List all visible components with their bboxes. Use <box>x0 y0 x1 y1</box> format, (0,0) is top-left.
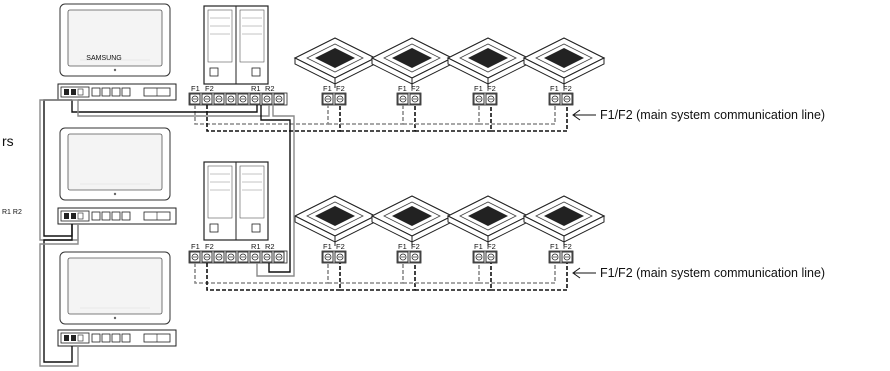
label-f2: F2 <box>205 242 214 251</box>
label-f1: F1 <box>398 242 407 251</box>
touch-controller-3 <box>57 251 177 347</box>
indoor-unit-row2-3: F1 F2 <box>447 195 529 263</box>
label-r2: R2 <box>265 84 275 93</box>
comm-line-annotation-2: F1/F2 (main system communication line) <box>572 266 825 280</box>
controller-r1-r2-label: R1 R2 <box>2 209 22 216</box>
indoor-unit-row1-3: F1 F2 <box>447 37 529 105</box>
indoor-unit-row2-1: F1 F2 <box>294 195 376 263</box>
f1f2-wiring-row1 <box>194 105 568 132</box>
label-r1: R1 <box>251 84 261 93</box>
label-f2: F2 <box>487 242 496 251</box>
outdoor-unit-2: F1 F2 R1 R2 <box>189 161 287 263</box>
label-f2: F2 <box>487 84 496 93</box>
label-f2: F2 <box>336 84 345 93</box>
comm-line-label-1: F1/F2 (main system communication line) <box>600 108 825 122</box>
label-f2: F2 <box>411 242 420 251</box>
indoor-unit-row1-1: F1 F2 <box>294 37 376 105</box>
touch-controller-2 <box>57 127 177 225</box>
indoor-unit-row2-4: F1 F2 <box>523 195 605 263</box>
label-f1: F1 <box>550 242 559 251</box>
label-f2: F2 <box>563 84 572 93</box>
label-f2: F2 <box>205 84 214 93</box>
label-f1: F1 <box>550 84 559 93</box>
side-label-fragment: rs <box>2 133 14 149</box>
label-f1: F1 <box>398 84 407 93</box>
label-f2: F2 <box>336 242 345 251</box>
label-f2: F2 <box>411 84 420 93</box>
indoor-unit-row2-2: F1 F2 <box>371 195 453 263</box>
r1r2-wiring <box>39 99 295 367</box>
label-f1: F1 <box>474 84 483 93</box>
label-f1: F1 <box>191 84 200 93</box>
label-f1: F1 <box>474 242 483 251</box>
touch-controller-1: SAMSUNG <box>57 3 177 101</box>
outdoor-unit-1: F1 F2 R1 R2 <box>189 5 287 105</box>
comm-line-annotation-1: F1/F2 (main system communication line) <box>572 108 825 122</box>
indoor-unit-row1-2: F1 F2 <box>371 37 453 105</box>
label-f1: F1 <box>191 242 200 251</box>
comm-line-label-2: F1/F2 (main system communication line) <box>600 266 825 280</box>
label-r2: R2 <box>265 242 275 251</box>
label-r1: R1 <box>251 242 261 251</box>
label-f1: F1 <box>323 84 332 93</box>
f1f2-wiring-row2 <box>194 263 568 291</box>
label-f1: F1 <box>323 242 332 251</box>
label-f2: F2 <box>563 242 572 251</box>
brand-text: SAMSUNG <box>86 55 121 62</box>
indoor-unit-row1-4: F1 F2 <box>523 37 605 105</box>
